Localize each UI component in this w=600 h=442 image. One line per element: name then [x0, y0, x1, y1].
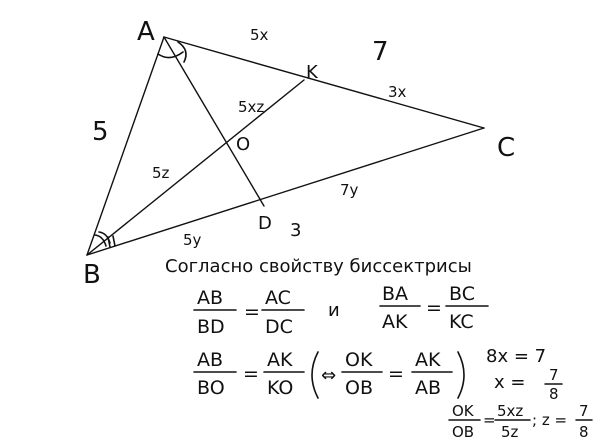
- side-ac: [163, 36, 485, 129]
- label-kc: 3x: [388, 83, 407, 101]
- eq4-den2: AB: [415, 377, 441, 399]
- side-eq-8x: 8x = 7: [486, 346, 546, 367]
- vertex-label-o: O: [236, 134, 250, 155]
- vertex-label-c: C: [497, 133, 515, 163]
- eq4-den1: OB: [345, 377, 373, 399]
- eq3-den2: KO: [267, 377, 293, 399]
- label-bd: 5y: [183, 231, 202, 249]
- heading-text: Согласно свойству биссектрисы: [165, 256, 472, 277]
- eq1-num1: AB: [197, 287, 223, 309]
- eq3-equals: =: [243, 363, 259, 385]
- eq2-den2: KC: [449, 311, 474, 333]
- side-eq-x-lhs: x =: [494, 372, 525, 393]
- eq2-den1: AK: [382, 311, 408, 333]
- left-paren: [311, 351, 319, 399]
- side-eq-x-num: 7: [549, 366, 559, 384]
- final-tail: ; z =: [532, 411, 567, 429]
- vertex-label-d: D: [258, 213, 272, 234]
- angle-mark-a2: [177, 41, 187, 63]
- eq1-num2: AC: [265, 287, 291, 309]
- eq1-equals: =: [244, 301, 260, 323]
- label-bo: 5z: [152, 164, 170, 182]
- label-ab: 5: [92, 117, 109, 147]
- eq3-num1: AB: [197, 349, 223, 371]
- final-den3: 8: [579, 423, 589, 441]
- label-ak: 5x: [250, 26, 269, 44]
- eq4-equals: =: [388, 363, 404, 385]
- side-eq-x-den: 8: [549, 385, 559, 403]
- eq2-num2: BC: [449, 283, 475, 305]
- eq4-num1: OK: [345, 349, 373, 371]
- eq2-num1: BA: [382, 283, 408, 305]
- implies-sign: ⇔: [321, 365, 336, 386]
- side-ab: [86, 36, 165, 256]
- final-num2: 5xz: [497, 402, 523, 420]
- vertex-label-a: A: [137, 17, 155, 47]
- angle-mark-b1: [94, 234, 107, 247]
- final-den1: OB: [452, 423, 474, 441]
- final-equals: =: [483, 411, 496, 429]
- final-num3: 7: [579, 402, 589, 420]
- final-den2: 5z: [501, 423, 519, 441]
- right-paren: [457, 351, 465, 399]
- conjunction: и: [328, 300, 340, 321]
- label-ac: 7: [372, 37, 389, 67]
- vertex-label-b: B: [83, 260, 101, 290]
- side-bc: [86, 127, 485, 256]
- vertex-label-k: K: [306, 62, 319, 83]
- bisector-ad: [163, 36, 265, 207]
- bisector-bk: [86, 79, 305, 256]
- eq1-den2: DC: [265, 316, 293, 338]
- eq1-den1: BD: [197, 316, 225, 338]
- eq2-equals: =: [426, 297, 442, 319]
- tick-mark-b1: [107, 236, 111, 248]
- label-dc: 7y: [340, 181, 359, 199]
- final-num1: OK: [452, 402, 475, 420]
- eq4-num2: AK: [415, 349, 441, 371]
- eq3-num2: AK: [267, 349, 293, 371]
- eq3-den1: BO: [197, 377, 225, 399]
- label-bc: 3: [290, 220, 301, 241]
- tick-mark-b2: [112, 235, 116, 247]
- angle-mark-a1: [157, 51, 184, 59]
- label-ok: 5xz: [238, 98, 264, 116]
